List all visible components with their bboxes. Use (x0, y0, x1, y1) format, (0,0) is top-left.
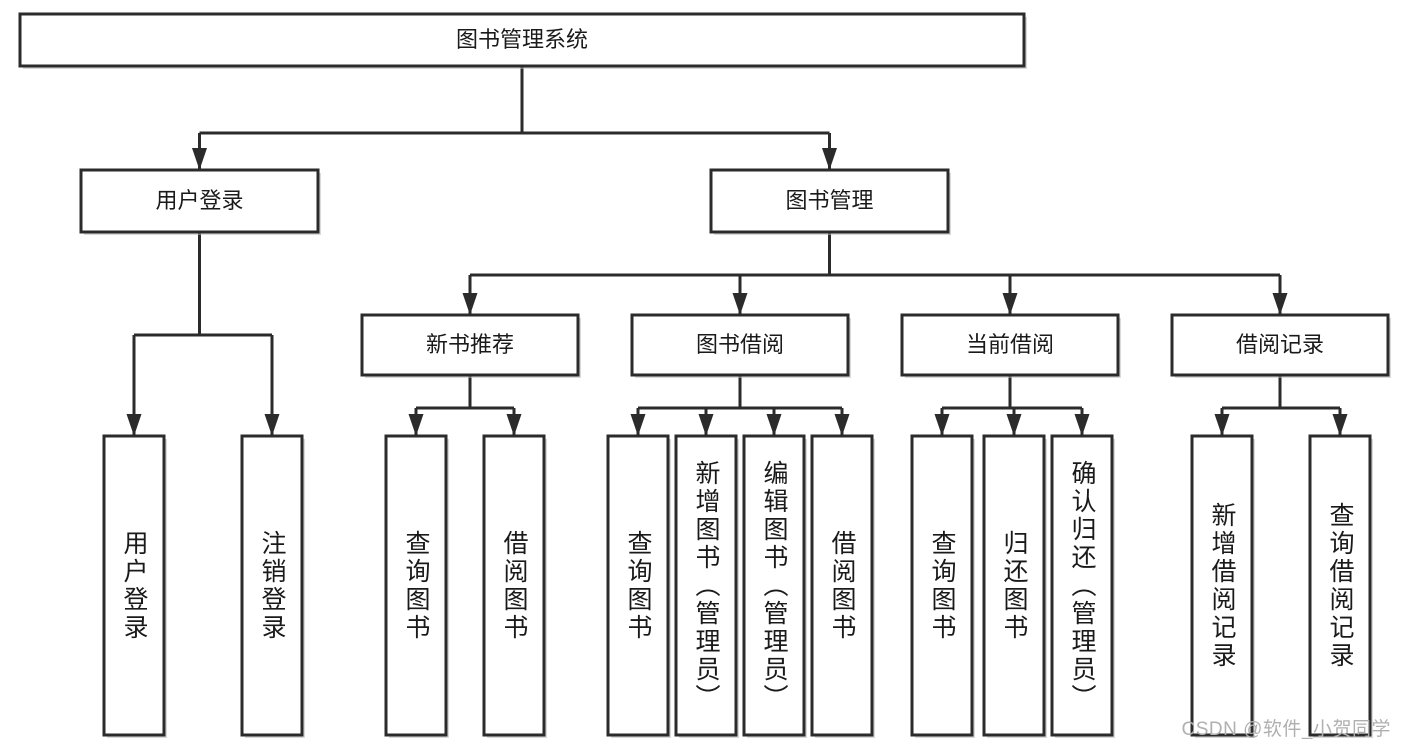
arrow-head-icon (408, 414, 424, 436)
node-label-book-borrow: 图书借阅 (696, 332, 784, 357)
arrow-head-icon (822, 148, 837, 170)
node-label-root: 图书管理系统 (456, 27, 588, 52)
box-layer (18, 12, 1391, 738)
watermark-text: CSDN @软件_小贺同学 (1181, 719, 1391, 740)
node-box-borrow-record[interactable] (1170, 313, 1390, 377)
arrow-head-icon (192, 148, 207, 170)
node-box-leaf-confirm-return-admin[interactable] (1050, 434, 1114, 737)
arrow-head-icon (1074, 414, 1090, 436)
arrow-head-icon (462, 293, 478, 315)
node-box-leaf-query-book-current[interactable] (910, 434, 974, 737)
node-box-leaf-user-login[interactable] (102, 434, 166, 737)
arrow-head-icon (1002, 293, 1018, 315)
node-label-user-login: 用户登录 (155, 188, 243, 213)
node-box-new-book-recommend[interactable] (360, 313, 580, 377)
arrow-head-icon (934, 414, 950, 436)
node-box-leaf-query-book-borrow[interactable] (606, 434, 670, 737)
arrow-head-icon (698, 414, 714, 436)
node-box-leaf-logout[interactable] (240, 434, 304, 737)
arrow-head-icon (506, 414, 522, 436)
node-box-leaf-return-book[interactable] (982, 434, 1046, 737)
arrow-head-icon (1272, 293, 1288, 315)
node-label-new-book-recommend: 新书推荐 (426, 332, 514, 357)
arrow-head-icon (1332, 414, 1348, 436)
node-label-current-borrow: 当前借阅 (966, 332, 1054, 357)
arrow-head-icon (1006, 414, 1022, 436)
arrow-head-icon (1214, 414, 1230, 436)
arrow-head-icon (126, 414, 142, 436)
node-box-leaf-borrow-book-rec[interactable] (482, 434, 546, 737)
arrow-head-icon (766, 414, 782, 436)
node-box-book-management[interactable] (709, 168, 950, 234)
arrow-head-icon (834, 414, 850, 436)
node-box-current-borrow[interactable] (900, 313, 1120, 377)
arrow-head-icon (630, 414, 646, 436)
node-box-leaf-query-borrow-record[interactable] (1308, 434, 1372, 737)
node-box-leaf-add-borrow-record[interactable] (1190, 434, 1254, 737)
node-box-leaf-add-book-admin[interactable] (674, 434, 738, 737)
arrow-head-icon (732, 293, 748, 315)
node-box-user-login[interactable] (79, 168, 320, 234)
node-box-leaf-edit-book-admin[interactable] (742, 434, 806, 737)
node-label-borrow-record: 借阅记录 (1236, 332, 1324, 357)
node-box-root[interactable] (18, 12, 1026, 68)
node-box-book-borrow[interactable] (630, 313, 850, 377)
node-box-leaf-query-book-rec[interactable] (384, 434, 448, 737)
node-label-book-management: 图书管理 (785, 188, 873, 213)
arrow-head-icon (264, 414, 280, 436)
node-box-leaf-borrow-book[interactable] (810, 434, 874, 737)
connector-layer (126, 66, 1348, 436)
